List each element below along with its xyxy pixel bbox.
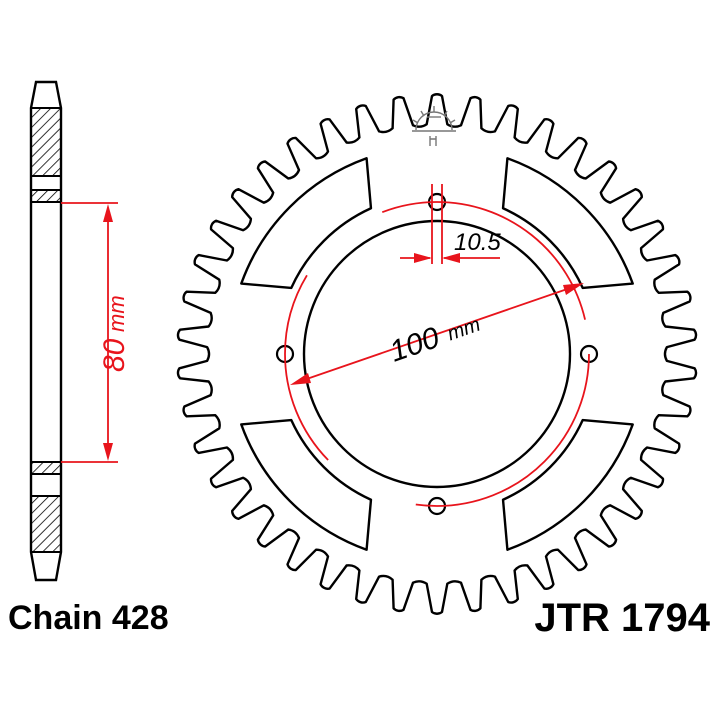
side-profile [29, 80, 63, 582]
side-profile-outline [29, 80, 63, 582]
hub-width-value: 80 [98, 338, 131, 372]
center-bore [302, 219, 572, 489]
side-hatch-top [30, 107, 62, 177]
logo-ray [412, 119, 419, 124]
side-hatch-hub-bottom [30, 461, 62, 475]
side-hatch-bottom [30, 495, 62, 553]
dimension-arrow [103, 204, 113, 222]
lightening-cutout [501, 157, 634, 290]
bolt-hole-dimension [400, 184, 500, 264]
hub-width-unit: mm [104, 295, 129, 332]
part-number-label: JTR 1794 [534, 596, 710, 640]
logo-ray [420, 110, 425, 117]
lightening-cutout [501, 418, 634, 551]
dimension-arrow [103, 443, 113, 461]
logo-ray [449, 119, 456, 124]
sprocket-teeth-outline [176, 93, 698, 615]
hub-width-dimension [61, 202, 118, 463]
dimension-arrow [414, 253, 432, 263]
pcd-circle [284, 201, 590, 507]
pcd-dimension-line [297, 285, 577, 383]
logo-letters [429, 136, 437, 146]
dimension-arrow [442, 253, 460, 263]
lightening-cutout [240, 418, 373, 551]
jt-sun-logo-icon [412, 106, 456, 146]
lightening-cutout [240, 157, 373, 290]
chain-size-label: Chain 428 [8, 599, 169, 637]
pcd-arrow [563, 283, 584, 295]
side-hatch-hub-top [30, 189, 62, 203]
pcd-dimension [284, 201, 590, 507]
logo-ray [443, 110, 448, 117]
lightening-cutouts [240, 157, 634, 551]
bolt-hole-dimension-value: 10.5 [454, 229, 501, 256]
pcd-arrow [290, 373, 311, 385]
